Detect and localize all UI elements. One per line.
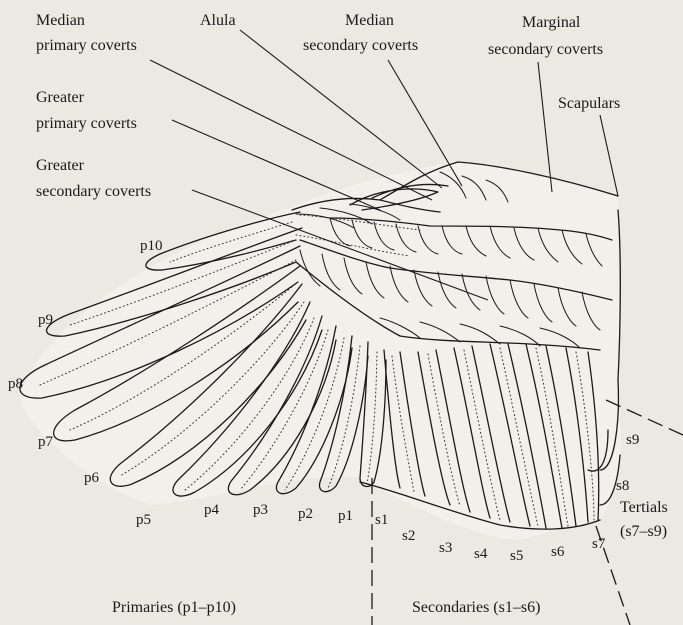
- label-tertials-2: (s7–s9): [620, 523, 667, 540]
- label-s9: s9: [626, 432, 639, 448]
- label-greater-primary-coverts-2: primary coverts: [36, 115, 137, 132]
- label-p5: p5: [136, 512, 151, 528]
- label-median-secondary-coverts-2: secondary coverts: [303, 37, 418, 54]
- wing-drawing: [20, 162, 621, 540]
- label-p7: p7: [38, 434, 54, 450]
- label-p4: p4: [204, 502, 220, 518]
- label-s4: s4: [474, 546, 488, 562]
- label-p10: p10: [140, 238, 163, 254]
- label-alula: Alula: [200, 12, 236, 29]
- label-p9: p9: [38, 312, 53, 328]
- label-greater-primary-coverts-1: Greater: [36, 89, 85, 106]
- label-s3: s3: [439, 540, 452, 556]
- label-median-primary-coverts-1: Median: [36, 12, 85, 29]
- label-s2: s2: [402, 528, 415, 544]
- label-primaries-group: Primaries (p1–p10): [112, 599, 236, 616]
- label-tertials-1: Tertials: [620, 499, 668, 516]
- label-s6: s6: [551, 544, 565, 560]
- label-greater-secondary-coverts-1: Greater: [36, 157, 85, 174]
- label-p2: p2: [298, 506, 313, 522]
- label-s1: s1: [375, 512, 388, 528]
- label-scapulars: Scapulars: [558, 95, 620, 112]
- label-marginal-secondary-coverts-2: secondary coverts: [488, 41, 603, 58]
- label-secondaries-group: Secondaries (s1–s6): [412, 599, 540, 616]
- label-p1: p1: [338, 508, 353, 524]
- label-s8: s8: [616, 478, 629, 494]
- label-median-primary-coverts-2: primary coverts: [36, 37, 137, 54]
- label-s5: s5: [510, 548, 523, 564]
- label-p6: p6: [84, 470, 100, 486]
- label-greater-secondary-coverts-2: secondary coverts: [36, 183, 151, 200]
- label-median-secondary-coverts-1: Median: [345, 12, 394, 29]
- label-marginal-secondary-coverts-1: Marginal: [522, 14, 581, 31]
- label-s7: s7: [592, 536, 606, 552]
- label-p8: p8: [8, 376, 23, 392]
- label-p3: p3: [253, 502, 268, 518]
